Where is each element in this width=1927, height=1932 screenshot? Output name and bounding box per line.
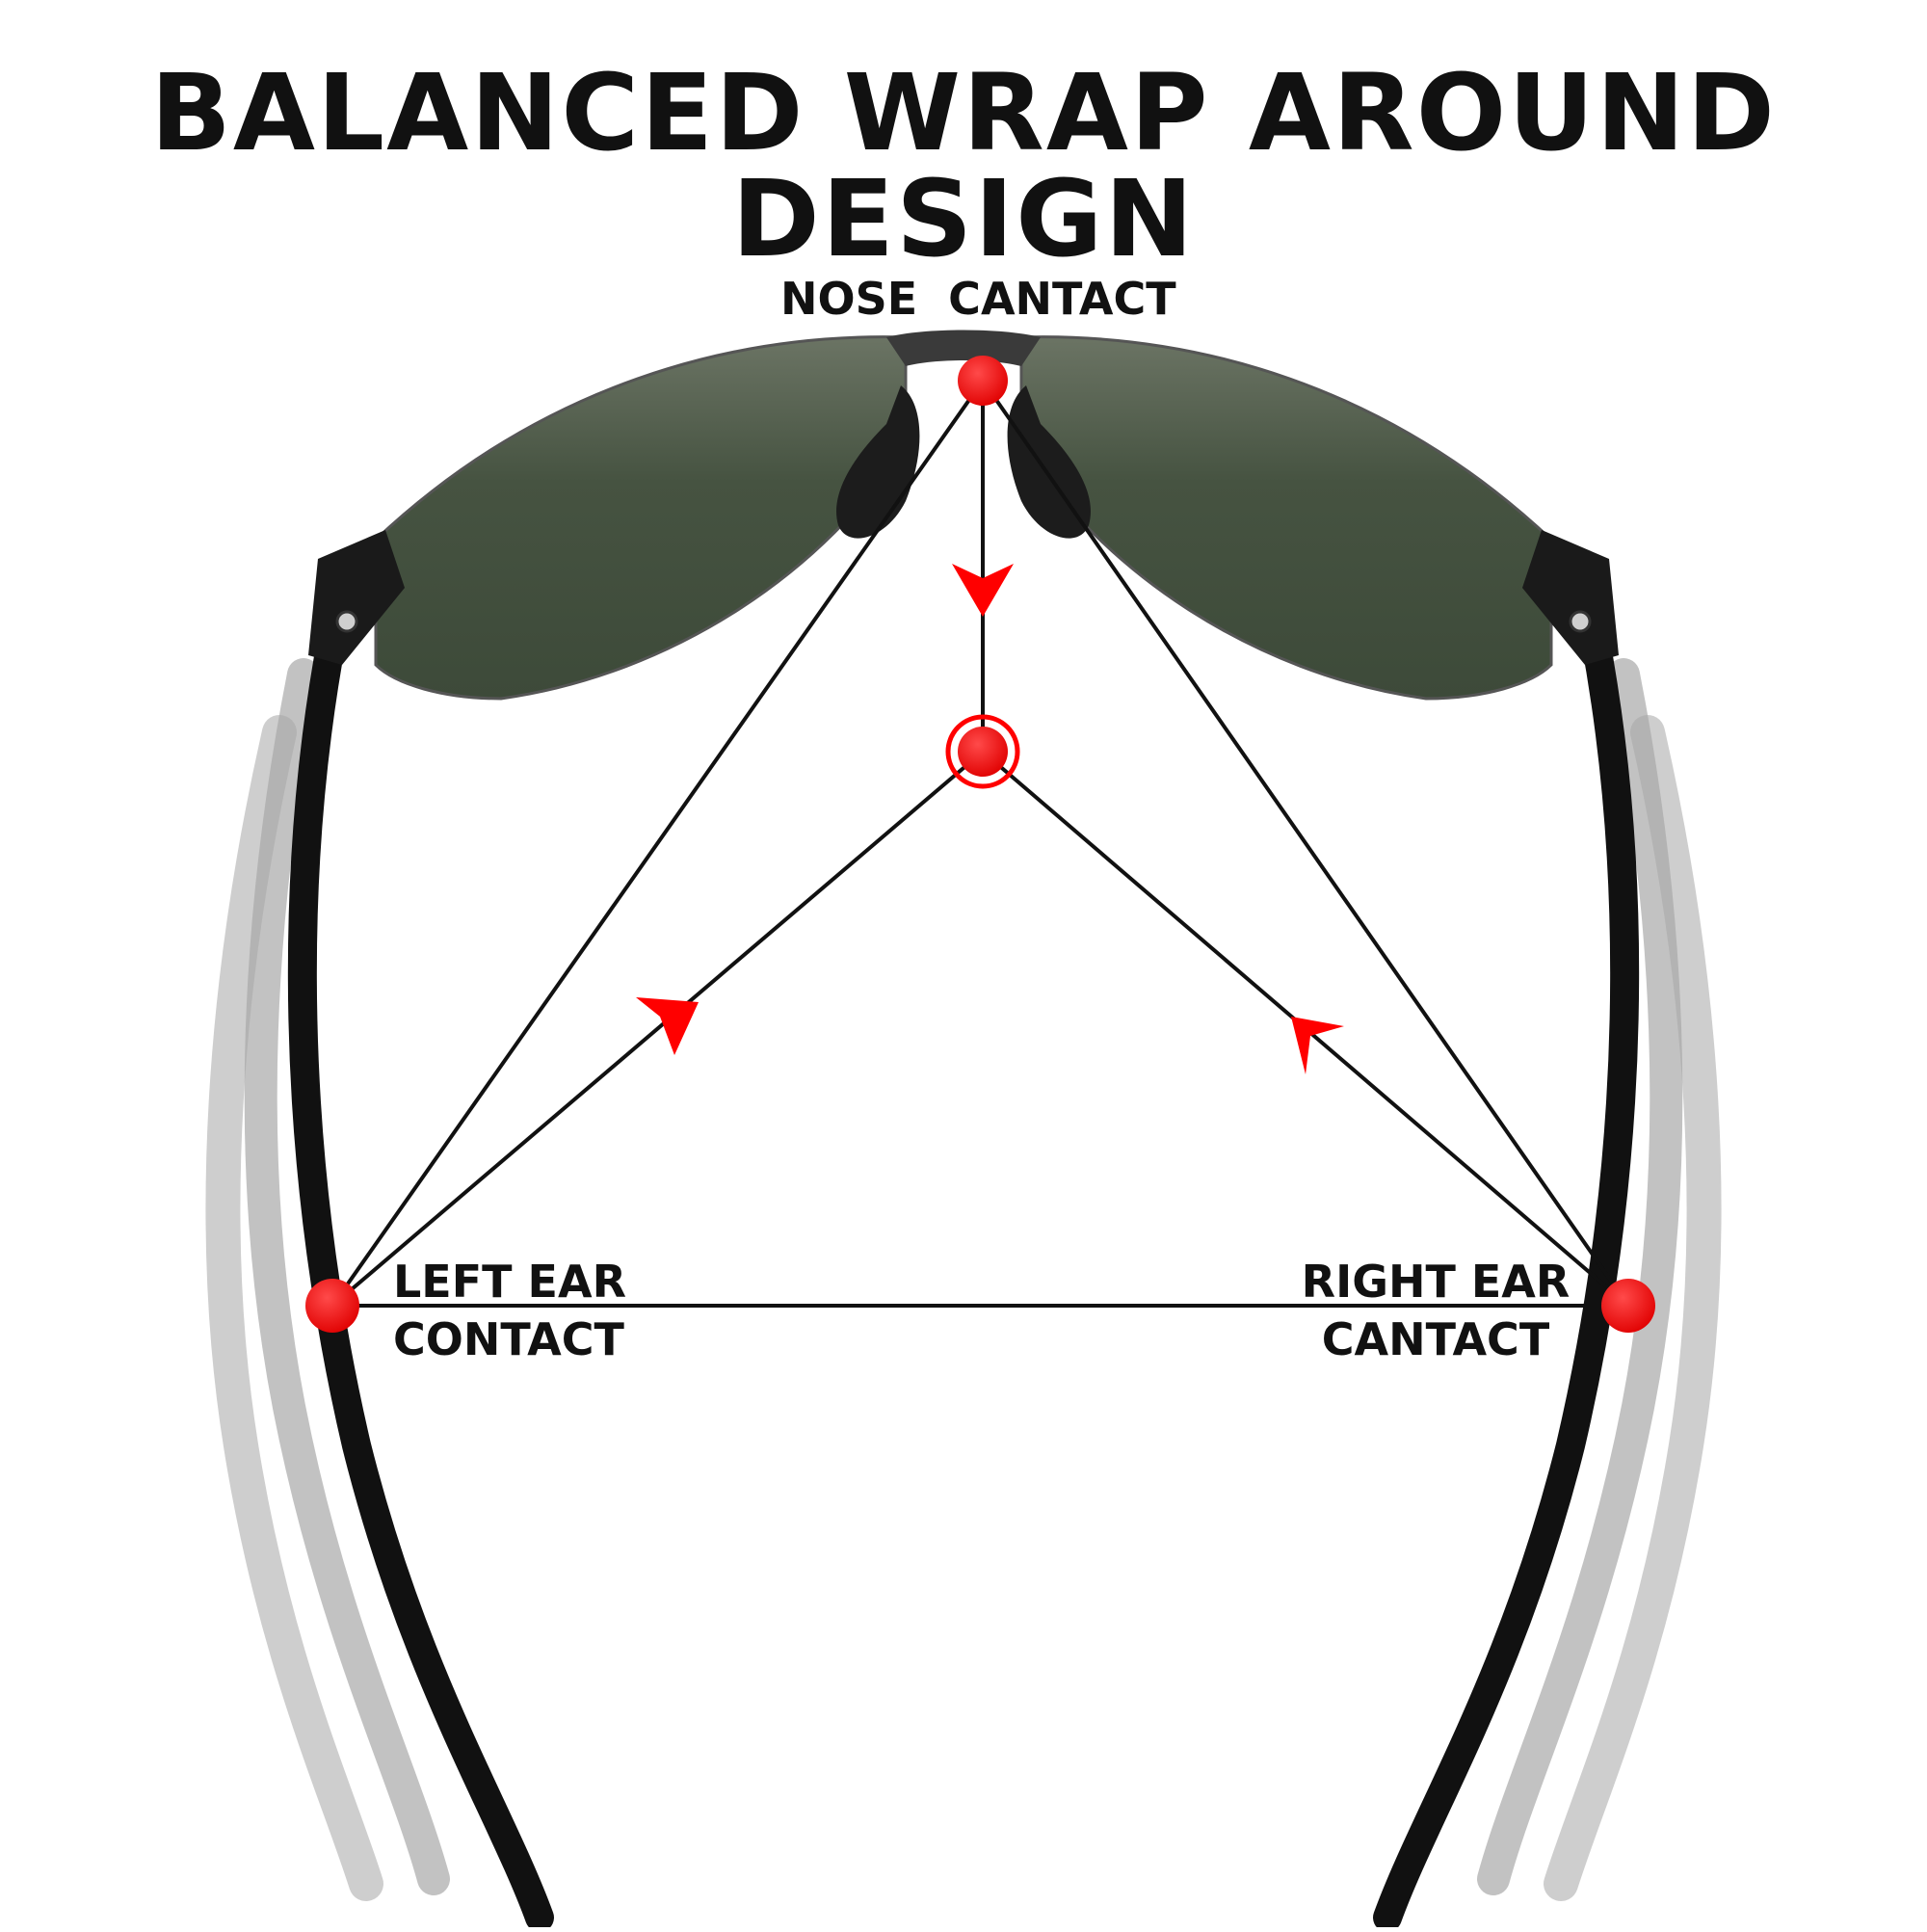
ghost-temples [205, 658, 1722, 1901]
arrow-up-left-icon [1291, 1017, 1344, 1074]
center-target-dot [958, 727, 1008, 777]
main-temples [287, 622, 1640, 1932]
right-ear-contact-dot [1601, 1279, 1655, 1333]
arrow-up-right-icon [636, 997, 699, 1055]
lenses [374, 330, 1553, 701]
center-target-ring [945, 714, 1020, 789]
line-left-ear-to-center [330, 750, 985, 1308]
lens-right [1019, 335, 1553, 701]
right-ear-label-line2: CANTACT [1321, 1313, 1550, 1365]
arrowheads [636, 564, 1344, 1074]
screw-right [1569, 610, 1592, 633]
line-nose-to-right-ear [981, 379, 1630, 1308]
ghost-temple-left-inner [244, 658, 450, 1895]
force-lines [330, 379, 1630, 1308]
left-ear-label-line1: LEFT EAR [393, 1256, 626, 1308]
nose-contact-label: NOSE CANTACT [780, 270, 1176, 328]
contact-points [305, 356, 1655, 1333]
left-ear-contact-label: LEFT EAR CONTACT [393, 1253, 626, 1368]
temple-right [1373, 622, 1640, 1932]
page-title: BALANCED WRAP AROUND DESIGN [150, 51, 1777, 280]
bridge [886, 330, 1041, 366]
right-ear-contact-label: RIGHT EAR CANTACT [1296, 1253, 1575, 1368]
right-ear-label-line1: RIGHT EAR [1301, 1256, 1571, 1308]
ghost-temple-right-inner [1477, 658, 1683, 1895]
nose-contact-label-text: NOSE CANTACT [780, 273, 1176, 325]
lens-left [374, 335, 908, 701]
left-ear-label-line2: CONTACT [393, 1313, 624, 1365]
line-nose-to-left-ear [330, 379, 985, 1308]
hinge-right [1522, 530, 1619, 665]
hinge-left [308, 530, 405, 665]
arrow-down-icon [952, 564, 1014, 617]
nose-pad-right [1007, 385, 1091, 539]
ghost-temple-right-outer [1544, 715, 1722, 1901]
nose-contact-dot [958, 356, 1008, 406]
temple-left [287, 622, 554, 1932]
hinges [308, 530, 1619, 665]
left-ear-contact-dot [305, 1279, 359, 1333]
screw-left [335, 610, 358, 633]
ghost-temple-left-outer [205, 715, 383, 1901]
